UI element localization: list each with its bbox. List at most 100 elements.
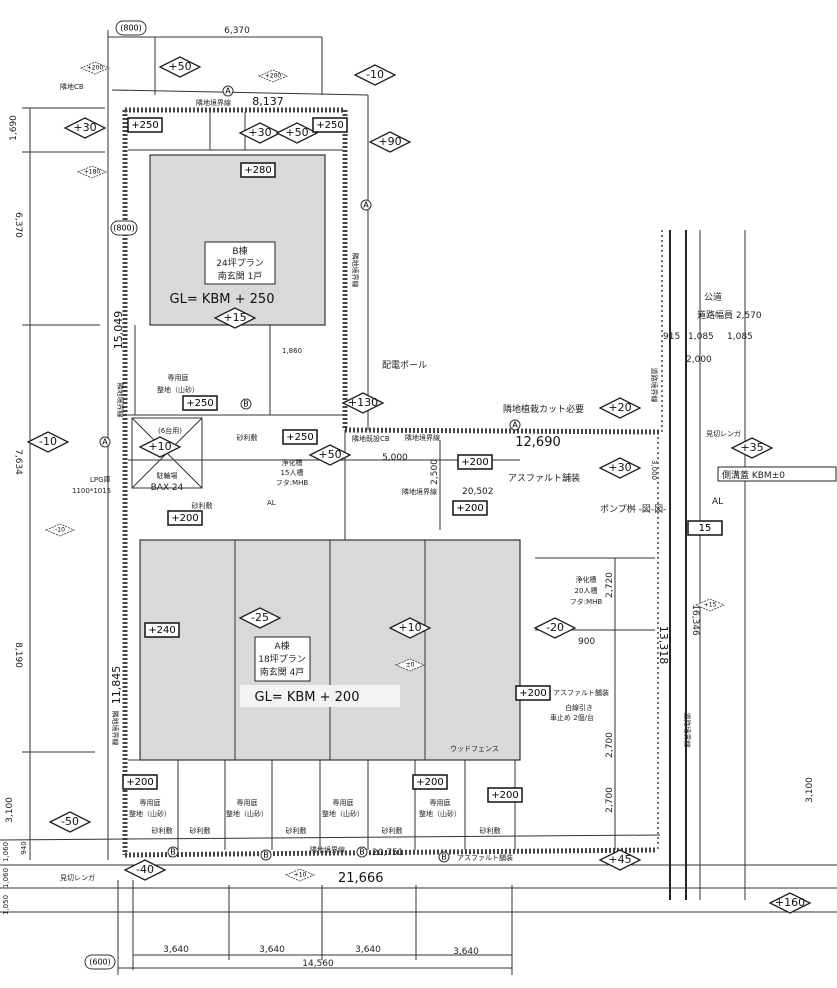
- elevation-marker: +50: [158, 56, 202, 78]
- dim-left-1: 1,690: [9, 115, 19, 141]
- small-elevation-marker: +10: [284, 868, 316, 882]
- drawing-text: (800): [120, 24, 142, 33]
- drawing-text: ±0: [406, 662, 415, 669]
- gravel-label: 砂利敷: [382, 826, 403, 835]
- bike-count-label: (6台用): [158, 426, 182, 435]
- elevation-marker: +35: [730, 437, 774, 459]
- lpg-label: 1100*1015: [72, 487, 111, 495]
- level-box: +200: [452, 500, 488, 516]
- drawing-text: +240: [148, 625, 175, 636]
- drawing-text: +130: [348, 396, 378, 409]
- drawing-text: +10: [294, 872, 307, 879]
- drawing-text: B: [243, 400, 249, 409]
- garden-label: 整地（山砂）: [157, 385, 199, 394]
- bike-label: 駐輪場: [157, 471, 178, 480]
- septic-label: 浄化槽: [282, 458, 303, 467]
- drawing-lines: [0, 30, 837, 975]
- elevation-marker: -10: [26, 431, 70, 453]
- drawing-text: +200: [126, 777, 153, 788]
- drawing-text: A棟: [274, 640, 289, 652]
- drawing-text: +30: [248, 126, 271, 139]
- small-elevation-marker: +15: [694, 598, 726, 612]
- drawing-text: 24坪プラン: [216, 258, 263, 269]
- drawing-text: 南玄関 1戸: [218, 270, 263, 282]
- marker-b: B: [260, 849, 272, 861]
- drawing-text: +200: [265, 73, 282, 80]
- gravel-label: 砂利敷: [192, 501, 213, 510]
- boundary-label: 隣地境界線: [111, 711, 120, 746]
- dim-bottom-left: 1,060: [2, 842, 10, 862]
- garden-label: 専用庭: [237, 798, 258, 807]
- drawing-text: 18坪プラン: [258, 654, 305, 665]
- marker-a: A: [222, 85, 234, 97]
- al-label: AL: [267, 499, 276, 507]
- elevation-marker: +160: [768, 892, 812, 914]
- drawing-text: -25: [251, 611, 269, 624]
- top-bubble: (800): [115, 20, 147, 36]
- drawing-text: +250: [186, 398, 213, 409]
- drawing-text: +15: [223, 311, 246, 324]
- building-b: B棟 24坪プラン 南玄関 1戸 GL= KBM + 250: [170, 241, 276, 307]
- drawing-text: B: [441, 853, 447, 862]
- drawing-text: +45: [608, 853, 631, 866]
- road-segment: 1,085: [727, 332, 753, 342]
- septic-label: フタ:MHB: [570, 597, 603, 606]
- drawing-text: +50: [318, 448, 341, 461]
- drawing-text: +200: [519, 688, 546, 699]
- dim-right-2: 13,318: [657, 626, 670, 665]
- drawing-text: +200: [491, 790, 518, 801]
- dimensions: (800) 6,370 8,137 1,690 6,370 7,634 8,19…: [2, 20, 815, 970]
- elevation-marker: -20: [533, 617, 577, 639]
- drawing-text: +160: [775, 896, 805, 909]
- level-box: +200: [515, 685, 551, 701]
- level-box: +250: [127, 117, 163, 133]
- level-box: +200: [167, 510, 203, 526]
- drawing-text: +30: [608, 461, 631, 474]
- elevation-marker: -25: [238, 607, 282, 629]
- dim-left-5: 3,100: [5, 797, 15, 823]
- cut-note: 隣地植栽カット必要: [503, 403, 584, 415]
- drawing-text: B: [263, 851, 269, 860]
- side-ditch-label: 側溝蓋 KBM±0: [722, 469, 785, 481]
- boundary-label: 隣地境界線: [405, 433, 440, 442]
- dim-parking: 2,500: [430, 459, 440, 485]
- garden-label: 整地（山砂）: [226, 809, 268, 818]
- drawing-text: A: [512, 421, 518, 430]
- dim-bottom-unit: 3,640: [355, 945, 381, 955]
- drawing-text: 15: [699, 523, 712, 534]
- road-boundary-label: 道路境界線: [650, 368, 659, 403]
- dim-parking: 5,000: [382, 453, 408, 463]
- marker-a: A: [99, 436, 111, 448]
- dim-boundary-top: 8,137: [252, 95, 284, 108]
- gravel-label: 砂利敷: [237, 433, 258, 442]
- marker-b: B: [356, 846, 368, 858]
- dim-parking: 2,700: [605, 732, 615, 758]
- drawing-text: +35: [740, 441, 763, 454]
- a-gl: GL= KBM + 200: [255, 690, 360, 705]
- elevation-marker: +30: [63, 117, 107, 139]
- existing-cb-label: 隣地既設CB: [352, 434, 390, 443]
- boundary-label: 隣地境界線: [351, 253, 360, 288]
- septic-label: フタ:MHB: [276, 478, 309, 487]
- dim-right-1: 16,346: [690, 604, 700, 636]
- drawing-text: +200: [416, 777, 443, 788]
- elevation-marker: +10: [138, 436, 182, 458]
- parking-note: 車止め 2個/台: [550, 713, 594, 722]
- drawing-text: +10: [148, 440, 171, 453]
- elevation-marker: +50: [275, 122, 319, 144]
- dim-mid-a: 20,502: [462, 487, 494, 497]
- elevation-marker: -40: [123, 859, 167, 881]
- road-segment: 1,085: [688, 332, 714, 342]
- drawing-text: +20: [608, 401, 631, 414]
- drawing-text: 南玄関 4戸: [260, 666, 305, 678]
- road-width: 道路幅員 2,570: [697, 309, 762, 321]
- road-name: 公道: [704, 291, 722, 303]
- power-pole-label: 配電ポール: [382, 360, 427, 371]
- drawing-text: A: [102, 438, 108, 447]
- dim-inner-left-1: 15,049: [112, 311, 125, 350]
- drawing-text: (600): [89, 958, 111, 967]
- elevation-marker: +50: [308, 444, 352, 466]
- road-boundary-label: 道路境界線: [683, 713, 692, 748]
- drawing-text: -50: [61, 815, 79, 828]
- road-segment: 915: [663, 332, 680, 342]
